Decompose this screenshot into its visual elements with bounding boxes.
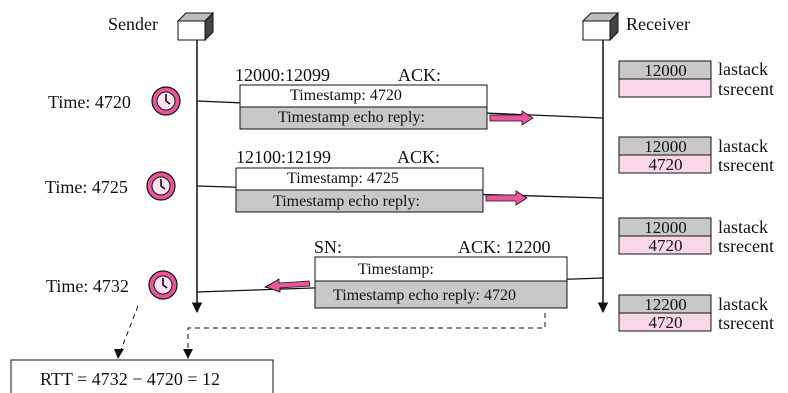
register-lastack-label: lastack xyxy=(718,294,768,314)
rtt-connectors xyxy=(118,305,546,356)
direction-arrow xyxy=(489,110,534,126)
register-tsrecent-value: 4720 xyxy=(648,155,683,174)
register-lastack-value: 12000 xyxy=(644,218,687,237)
segment-box xyxy=(235,167,484,213)
segment-timestamp: Timestamp: xyxy=(358,261,434,278)
register-group xyxy=(618,294,712,332)
register-lastack-label: lastack xyxy=(718,59,768,79)
rtt-arrowhead xyxy=(114,349,124,359)
rtt-formula: RTT = 4732 − 4720 = 12 xyxy=(40,369,221,389)
register-tsrecent-label: tsrecent xyxy=(718,236,774,256)
time-label: Time: 4725 xyxy=(45,177,128,197)
segment-timestamp: Timestamp: 4720 xyxy=(290,87,402,104)
register-tsrecent-label: tsrecent xyxy=(718,79,774,99)
register-tsrecent-value: 4720 xyxy=(648,236,683,255)
segment-ack: ACK: 12200 xyxy=(458,237,551,257)
segment-timestamp: Timestamp: 4725 xyxy=(287,170,399,187)
segment-box xyxy=(239,84,488,130)
register-lastack-label: lastack xyxy=(718,217,768,237)
segment-echo: Timestamp echo reply: 4720 xyxy=(333,287,516,304)
clock-icon xyxy=(148,270,178,300)
register-lastack-value: 12200 xyxy=(644,295,687,314)
register-tsrecent-value: 4720 xyxy=(648,313,683,332)
time-label: Time: 4732 xyxy=(46,276,129,296)
segment-ack: ACK: xyxy=(398,65,442,85)
register-group xyxy=(618,217,712,255)
register-group xyxy=(618,60,712,98)
register-lastack-label: lastack xyxy=(718,136,768,156)
rtt-box xyxy=(10,359,274,393)
register-tsrecent-label: tsrecent xyxy=(718,155,774,175)
register-lastack-value: 12000 xyxy=(644,61,687,80)
segment-echo: Timestamp echo reply: xyxy=(278,109,425,126)
register-lastack-value: 12000 xyxy=(644,137,687,156)
segment-echo: Timestamp echo reply: xyxy=(273,193,420,210)
sender-host-icon xyxy=(176,11,215,42)
segment-box xyxy=(314,256,568,309)
segment-seq: 12100:12199 xyxy=(236,147,332,167)
segment-ack: ACK: xyxy=(397,147,441,167)
clock-icon xyxy=(146,171,176,201)
rtt-arrowhead xyxy=(183,349,193,359)
register-tsrecent-label: tsrecent xyxy=(718,313,774,333)
receiver-label: Receiver xyxy=(626,14,690,34)
time-label: Time: 4720 xyxy=(48,92,131,112)
direction-arrow xyxy=(485,190,528,206)
receiver-host-icon xyxy=(581,11,620,42)
sender-label: Sender xyxy=(108,14,158,34)
clock-icon xyxy=(151,86,181,116)
register-group xyxy=(618,136,712,174)
segment-seq: SN: xyxy=(314,237,343,257)
segment-seq: 12000:12099 xyxy=(235,65,331,85)
direction-arrow-body xyxy=(265,278,311,293)
